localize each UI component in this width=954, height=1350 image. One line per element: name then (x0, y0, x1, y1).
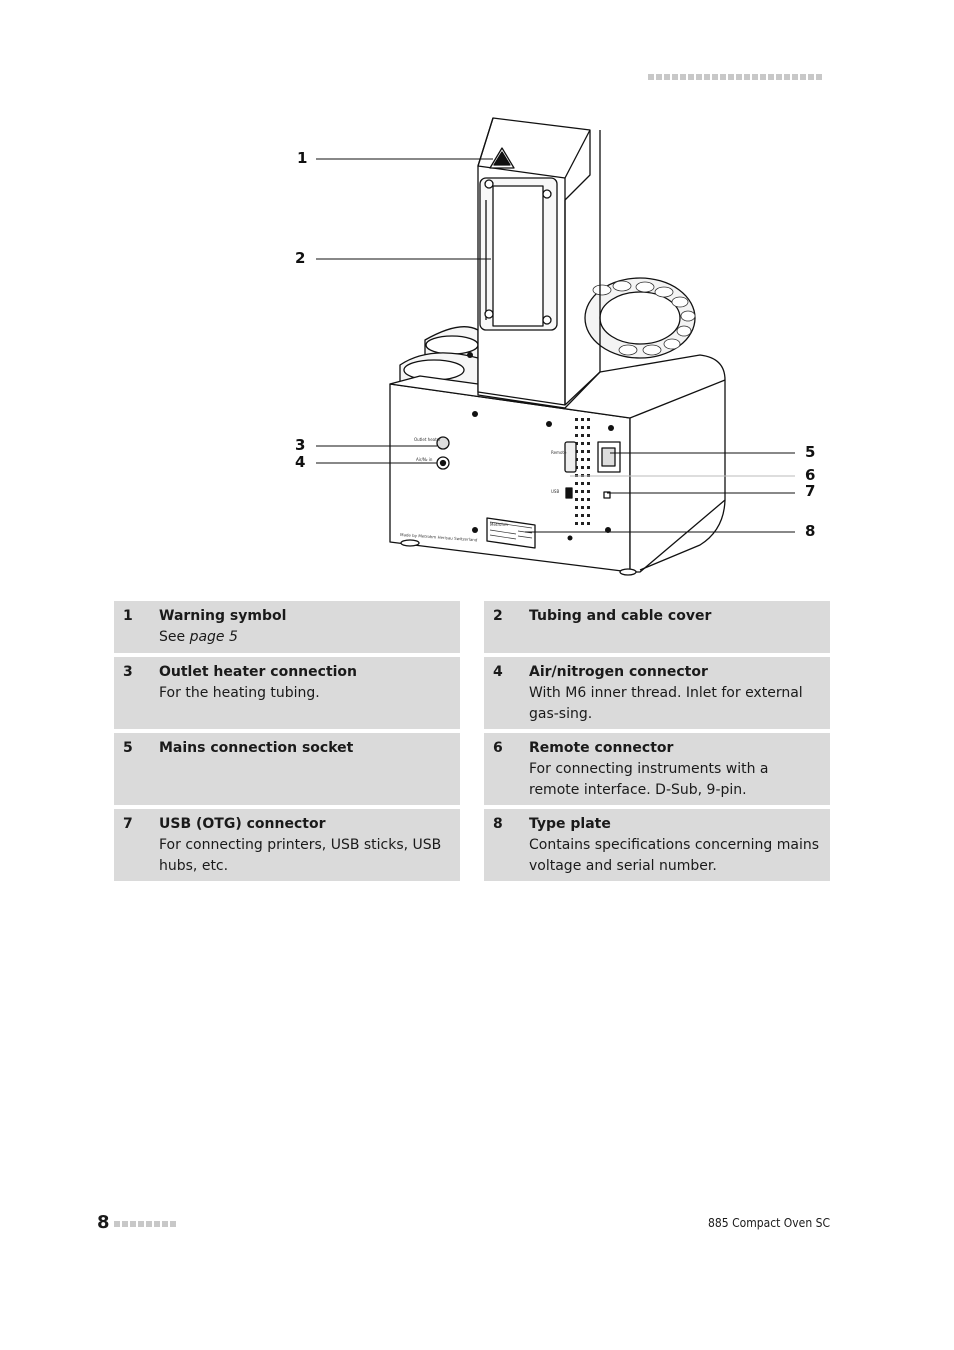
legend-title: Type plate (529, 816, 611, 832)
oven-drawing: Outlet heater Air/N₂ in Remote USB Made … (316, 117, 795, 576)
page-link[interactable]: page 5 (189, 629, 238, 645)
legend-description: With M6 inner thread. Inlet for external… (529, 685, 803, 722)
legend-row: 3 Outlet heater connection For the heati… (114, 657, 830, 729)
legend-item-mains-socket: 5 Mains connection socket (114, 733, 460, 805)
legend-title: Outlet heater connection (159, 664, 358, 680)
legend-item-usb-connector: 7 USB (OTG) connector For connecting pri… (114, 809, 460, 881)
device-label-outlet: Outlet heater (414, 437, 441, 442)
legend-description: See page 5 (159, 627, 450, 648)
legend-number: 8 (493, 816, 503, 832)
callout-8: 8 (805, 522, 816, 540)
callout-2: 2 (295, 249, 306, 267)
document-title: 885 Compact Oven SC (708, 1216, 830, 1230)
header-decoration (648, 74, 822, 80)
legend-title: Mains connection socket (159, 740, 354, 756)
legend-title: Air/nitrogen connector (529, 664, 708, 680)
device-illustration: Outlet heater Air/N₂ in Remote USB Made … (0, 0, 954, 600)
legend-desc-prefix: See (159, 629, 190, 645)
legend-number: 1 (123, 608, 133, 624)
legend-title: Tubing and cable cover (529, 608, 712, 624)
callout-5: 5 (805, 443, 816, 461)
legend-number: 7 (123, 816, 133, 832)
legend-title: Warning symbol (159, 608, 287, 624)
legend-number: 5 (123, 740, 133, 756)
device-label-type-plate: Metrohm (490, 522, 508, 527)
page-footer: 8 885 Compact Oven SC (97, 1212, 830, 1236)
legend-item-remote-connector: 6 Remote connector For connecting instru… (484, 733, 830, 805)
callout-6: 6 (805, 466, 816, 484)
legend-row: 1 Warning symbol See page 5 2 Tubing and… (114, 601, 830, 653)
device-label-made-in: Made by Metrohm Herisau Switzerland (400, 532, 478, 542)
device-label-usb: USB (551, 489, 559, 494)
legend-item-warning-symbol: 1 Warning symbol See page 5 (114, 601, 460, 653)
legend-row: 5 Mains connection socket 6 Remote conne… (114, 733, 830, 805)
legend-title: Remote connector (529, 740, 674, 756)
legend-title: USB (OTG) connector (159, 816, 326, 832)
callout-4: 4 (295, 453, 306, 471)
legend-item-tubing-cover: 2 Tubing and cable cover (484, 601, 830, 653)
callout-3: 3 (295, 436, 306, 454)
legend-number: 6 (493, 740, 503, 756)
legend-description: Contains specifications concerning mains… (529, 837, 820, 874)
legend-description: For connecting instruments with a remote… (529, 761, 769, 798)
device-label-remote: Remote (551, 450, 567, 455)
callout-7: 7 (805, 482, 816, 500)
legend-number: 4 (493, 664, 503, 680)
legend-number: 3 (123, 664, 133, 680)
legend-row: 7 USB (OTG) connector For connecting pri… (114, 809, 830, 881)
footer-decoration (114, 1221, 176, 1227)
legend-description: For connecting printers, USB sticks, USB… (159, 837, 442, 874)
legend-number: 2 (493, 608, 503, 624)
page-number: 8 (97, 1212, 110, 1233)
legend-item-outlet-heater: 3 Outlet heater connection For the heati… (114, 657, 460, 729)
device-label-air: Air/N₂ in (416, 457, 433, 462)
legend-item-type-plate: 8 Type plate Contains specifications con… (484, 809, 830, 881)
legend-item-air-nitrogen: 4 Air/nitrogen connector With M6 inner t… (484, 657, 830, 729)
callout-1: 1 (297, 149, 308, 167)
legend-table: 1 Warning symbol See page 5 2 Tubing and… (114, 601, 830, 885)
legend-description: For the heating tubing. (159, 685, 320, 701)
